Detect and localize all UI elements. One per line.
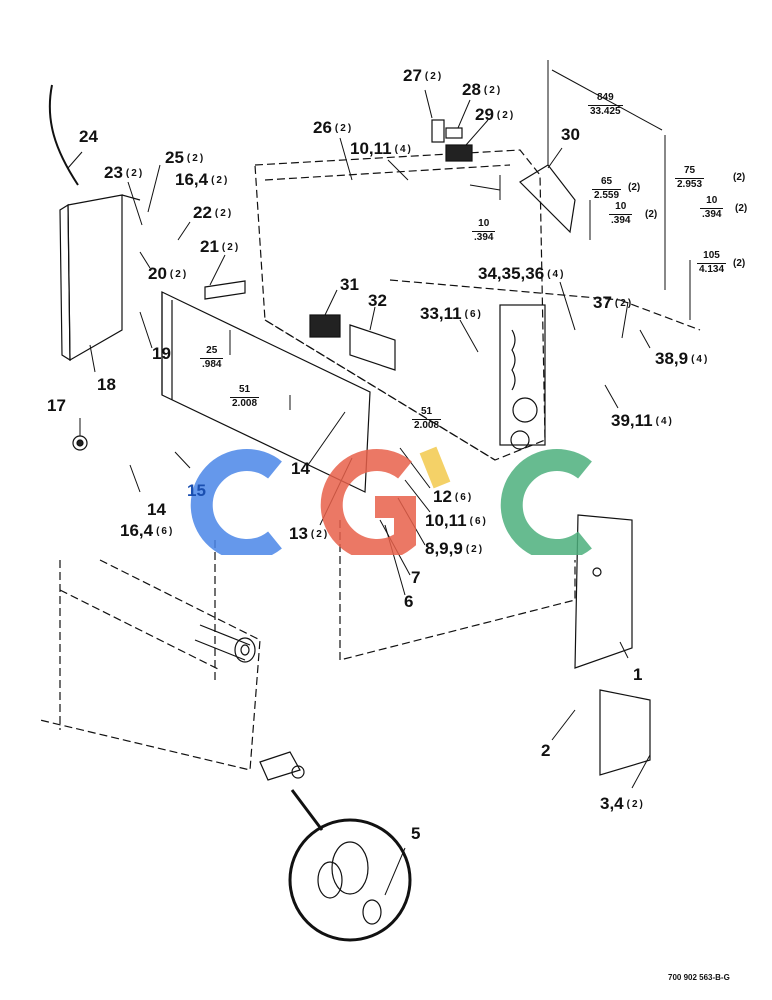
gearbox: [499, 304, 546, 450]
callout-28: 28(2): [462, 80, 503, 99]
callout-17: 17: [47, 396, 66, 415]
callout-26: 26(2): [313, 118, 354, 137]
dimension-10-mid: 10.394: [609, 201, 633, 226]
callout-22: 22(2): [193, 203, 234, 222]
gear-block: [259, 751, 301, 781]
frame-outline: [39, 149, 701, 771]
callout-38-9: 38,9(4): [655, 349, 710, 368]
callout-12: 12(6): [433, 487, 474, 506]
dimension-10-mid-qty: (2): [645, 209, 658, 220]
dimension-25: 25.984: [200, 345, 224, 370]
callout-20: 20(2): [148, 264, 189, 283]
callout-24: 24: [79, 127, 98, 146]
cover-1: [574, 514, 633, 669]
cable-24: [48, 84, 79, 186]
watermark-letter-c2: [500, 449, 592, 555]
dimension-75-qty: (2): [733, 172, 746, 183]
bracket-3: [599, 689, 651, 776]
dimension-10-left: 10.394: [472, 218, 496, 243]
spindle: [194, 624, 256, 663]
callout-16-4-six: 16,4(6): [120, 521, 175, 540]
callout-6: 6: [404, 592, 414, 611]
callout-14-center: 14: [291, 459, 310, 478]
dimension-10-right: 10.394: [700, 195, 724, 220]
callout-19: 19: [152, 344, 171, 363]
figure-number: 700 902 563-B-G: [668, 973, 730, 982]
callout-21: 21(2): [200, 237, 241, 256]
bracket-21: [204, 280, 246, 300]
callout-25: 25(2): [165, 148, 206, 167]
watermark-accent: [419, 446, 451, 489]
dimension-10-right-qty: (2): [735, 203, 748, 214]
dimension-65-qty: (2): [628, 182, 641, 193]
callout-31: 31: [340, 275, 359, 294]
callout-34-35-36: 34,35,36(4): [478, 264, 566, 283]
reflector-30: [519, 164, 576, 234]
decal-29: [445, 144, 473, 162]
watermark-letter-c1: [190, 449, 282, 555]
decal-28: [445, 127, 463, 139]
callout-13: 13(2): [289, 524, 330, 543]
callout-5: 5: [411, 824, 421, 843]
callout-7: 7: [411, 568, 421, 587]
callout-39-11: 39,11(4): [611, 411, 674, 430]
callout-14-left: 14: [147, 500, 166, 519]
callout-27: 27(2): [403, 66, 444, 85]
detail-circle: [288, 818, 412, 942]
leader-lines: [67, 89, 651, 896]
callout-23: 23(2): [104, 163, 145, 182]
callout-10-11-top: 10,11(4): [350, 139, 413, 158]
callout-15: 15: [187, 481, 206, 500]
callout-8-9-9: 8,9,9(2): [425, 539, 485, 558]
callout-29: 29(2): [475, 105, 516, 124]
callout-3-4: 3,4(2): [600, 794, 645, 813]
bracket-32: [349, 324, 396, 371]
callout-33-11: 33,11(6): [420, 304, 483, 323]
dimension-lines: [229, 60, 691, 410]
side-panel: [161, 291, 371, 493]
gear-detail: [317, 841, 382, 925]
callout-1: 1: [633, 665, 643, 684]
decal-31: [309, 314, 341, 338]
callout-18: 18: [97, 375, 116, 394]
callout-30: 30: [561, 125, 580, 144]
watermark-letter-g: [320, 449, 416, 555]
shield-18: [59, 194, 141, 362]
callout-16-4: 16,4(2): [175, 170, 230, 189]
callout-32: 32: [368, 291, 387, 310]
callout-37: 37(2): [593, 293, 634, 312]
callout-2: 2: [541, 741, 551, 760]
dimension-105-qty: (2): [733, 258, 746, 269]
decal-27: [431, 119, 445, 143]
callout-10-11-lower: 10,11(6): [425, 511, 488, 530]
cgc-watermark: [190, 446, 592, 555]
